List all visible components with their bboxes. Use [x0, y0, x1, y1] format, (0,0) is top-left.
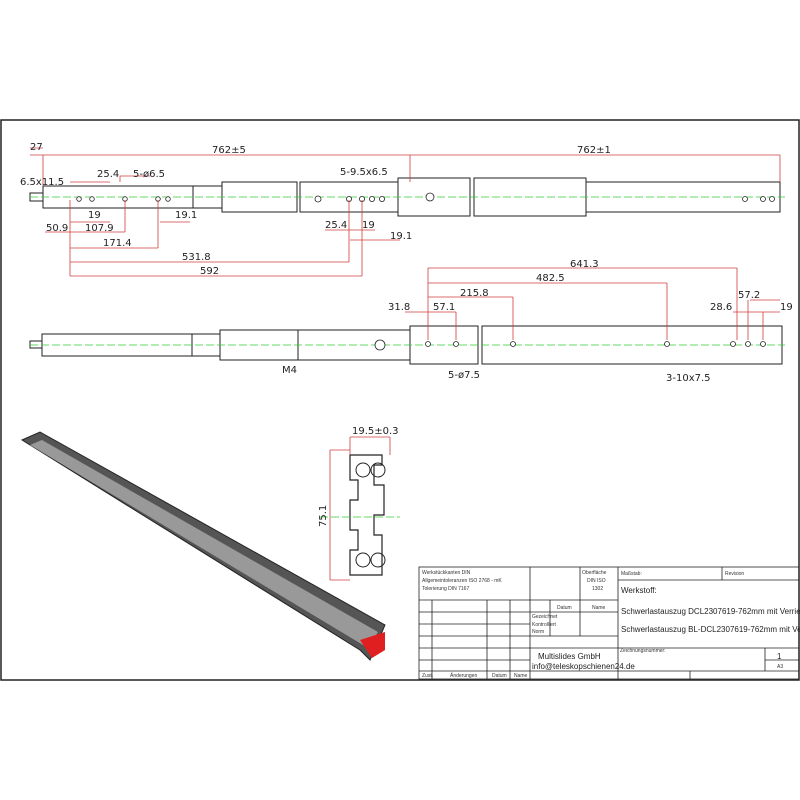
dim-762-5: 762±5 — [212, 145, 246, 156]
dim-57-2: 57.2 — [738, 290, 760, 301]
changes-label: Änderungen — [450, 672, 477, 679]
dim-19: 19 — [88, 210, 101, 221]
dim-482-5: 482.5 — [536, 273, 565, 284]
dim-m4: M4 — [282, 365, 297, 376]
dim-592: 592 — [200, 266, 219, 277]
dim-slot: 6.5x11.5 — [20, 177, 64, 188]
dim-531-8: 531.8 — [182, 252, 211, 263]
dim-28-6: 28.6 — [710, 302, 732, 313]
dim-57-1: 57.1 — [433, 302, 455, 313]
dim-19-1b: 19.1 — [390, 231, 412, 242]
dim-19c: 19 — [780, 302, 793, 313]
company-email: info@teleskopschienen24.de — [532, 662, 635, 671]
material-label: Werkstoff: — [621, 586, 657, 595]
surface-label: Oberfläche — [582, 570, 607, 576]
side-view: 641.3 482.5 215.8 31.8 57.1 28.6 57.2 19… — [29, 259, 793, 384]
dim-19b: 19 — [362, 220, 375, 231]
dim-width: 19.5±0.3 — [352, 426, 399, 437]
part-title-1: Schwerlastauszug DCL2307619-762mm mit Ve… — [621, 607, 800, 616]
dim-641-3: 641.3 — [570, 259, 599, 270]
part-title-2: Schwerlastauszug BL-DCL2307619-762mm mit… — [621, 625, 800, 634]
name-header: Name — [592, 605, 606, 611]
revision-label: Revision — [725, 571, 744, 577]
edges-note: Werkstückkanten DIN — [422, 570, 471, 576]
dim-50-9: 50.9 — [46, 223, 68, 234]
drawn-label: Gezeichnet — [532, 614, 558, 620]
drawing-number-label: Zeichnungsnummer: — [620, 648, 666, 654]
surface-std: DIN ISO — [587, 578, 606, 584]
cross-section: 19.5±0.3 75.1 — [318, 426, 400, 581]
norm-label: Norm — [532, 629, 544, 635]
dim-762-1: 762±1 — [577, 145, 611, 156]
dim-107-9: 107.9 — [85, 223, 114, 234]
dim-171-4: 171.4 — [103, 238, 132, 249]
rail-3d-render — [20, 431, 386, 661]
dim-25-4: 25.4 — [97, 169, 119, 180]
tolerances-note: Allgemeintoleranzen ISO 2768 - mK — [422, 578, 502, 584]
sheet-number: 1 — [777, 652, 782, 661]
title-block: Werkstückkanten DIN Allgemeintoleranzen … — [418, 566, 800, 680]
zust-label: Zust. — [422, 673, 433, 679]
surface-std-number: 1302 — [592, 586, 603, 592]
changes-date-label: Datum — [492, 673, 507, 679]
scale-label: Maßstab: — [621, 571, 642, 577]
dim-holes: 5-ø6.5 — [133, 169, 165, 180]
dim-31-8: 31.8 — [388, 302, 410, 313]
date-header: Datum — [557, 605, 572, 611]
company-name: Multislides GmbH — [538, 652, 601, 661]
checked-label: Kontrolliert — [532, 622, 557, 628]
changes-name-label: Name — [514, 673, 528, 679]
dim-height: 75.1 — [318, 505, 329, 527]
dim-27: 27 — [30, 142, 43, 153]
dim-215-8: 215.8 — [460, 288, 489, 299]
dim-holes-7-5: 5-ø7.5 — [448, 370, 480, 381]
drawing-frame — [0, 119, 800, 681]
dim-25-4b: 25.4 — [325, 220, 347, 231]
dim-slots: 5-9.5x6.5 — [340, 167, 388, 178]
top-view: 27 762±5 762±1 6.5x11.5 25.4 5-ø6.5 5-9.… — [20, 142, 785, 277]
tolerancing-note: Tolerierung DIN 7167 — [422, 586, 469, 592]
dim-slots-10x7-5: 3-10x7.5 — [666, 373, 711, 384]
dim-19-1: 19.1 — [175, 210, 197, 221]
paper-format: A3 — [777, 664, 783, 670]
